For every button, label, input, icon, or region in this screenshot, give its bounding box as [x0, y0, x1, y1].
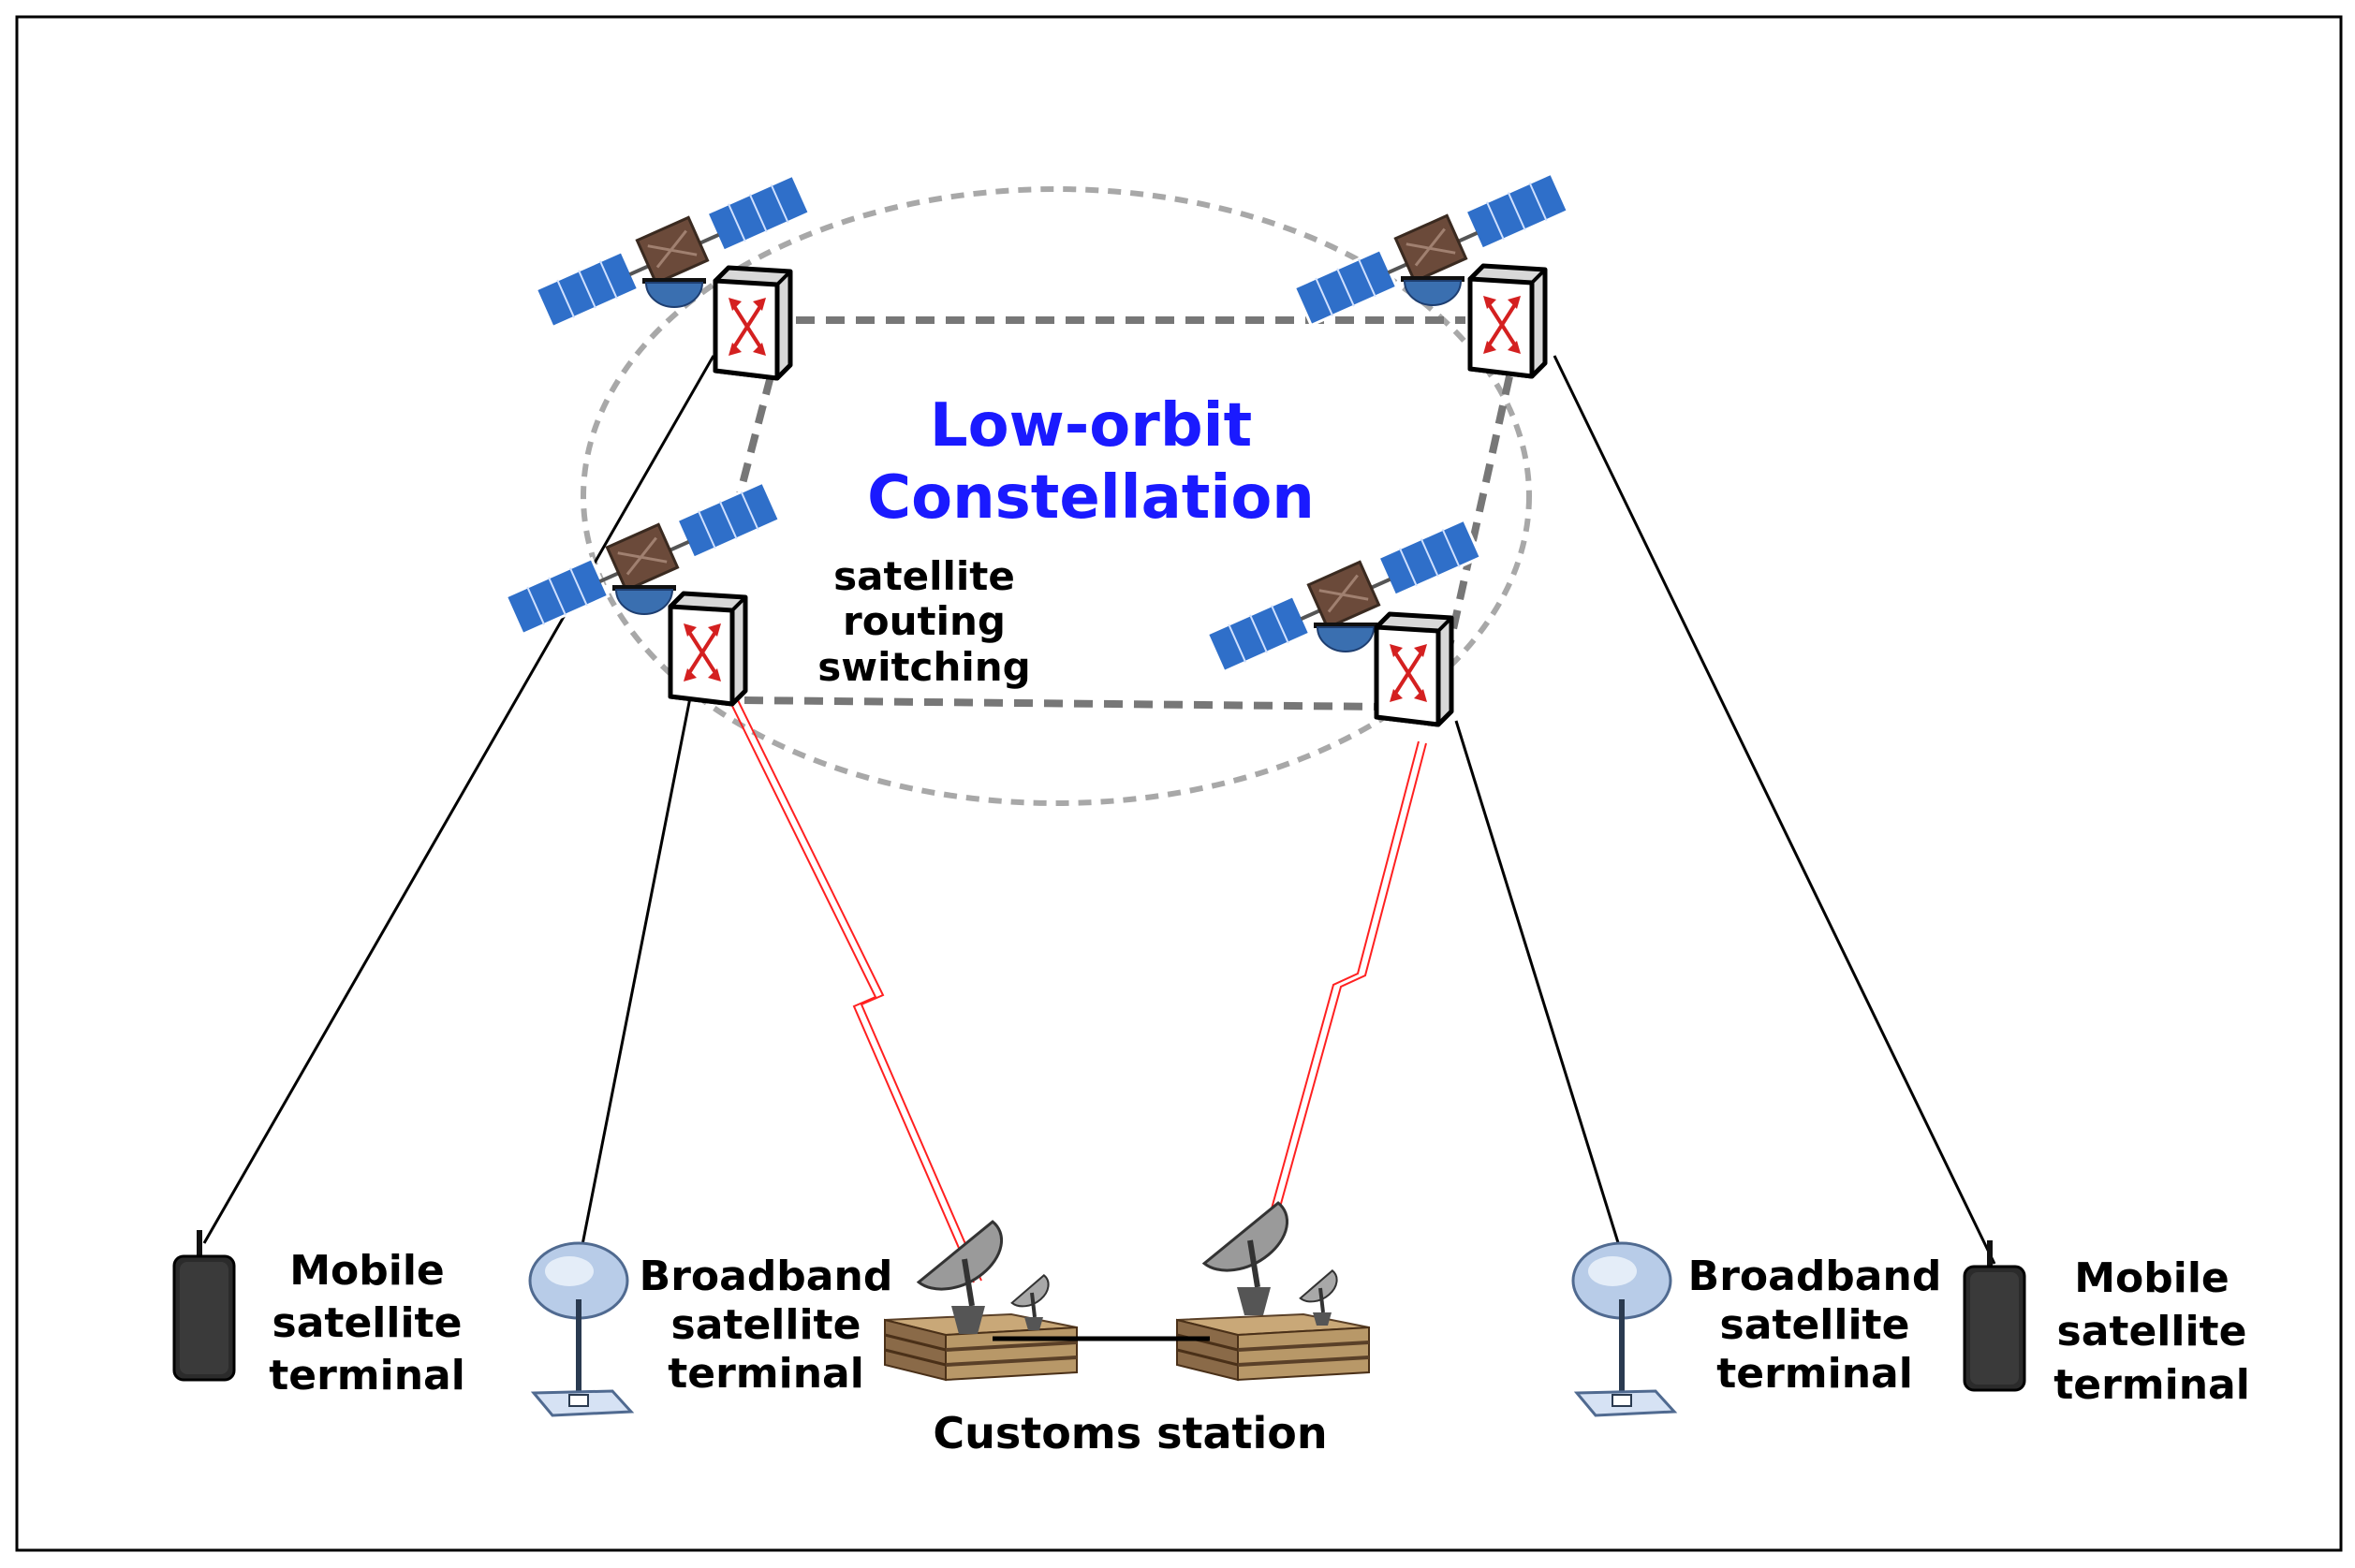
station-label: Customs station: [933, 1408, 1327, 1458]
dish-terminal-icon: [530, 1243, 631, 1415]
routing-label-line3: switching: [817, 644, 1030, 690]
svg-text:satellite: satellite: [272, 1299, 463, 1347]
svg-text:satellite: satellite: [1720, 1301, 1910, 1349]
mobile-terminal-left-label: Mobile satellite terminal: [269, 1247, 465, 1399]
mobile-terminal-right-label: Mobile satellite terminal: [2053, 1254, 2250, 1409]
feeder-links: [729, 699, 1427, 1283]
diagram-frame: [15, 15, 2343, 1552]
ground-station-icon: [883, 1202, 1371, 1382]
constellation-title-line2: Constellation: [867, 463, 1315, 533]
orbit-ellipse: [581, 186, 1532, 806]
dish-terminal-icon: [1573, 1243, 1674, 1415]
router-switch-icon: [1376, 614, 1451, 725]
svg-text:terminal: terminal: [1716, 1350, 1913, 1398]
routing-label-line2: routing: [843, 598, 1006, 644]
mobile-terminal-icon: [172, 1228, 236, 1382]
svg-text:satellite: satellite: [671, 1301, 861, 1349]
router-switch-icon: [670, 593, 745, 704]
svg-text:Broadband: Broadband: [640, 1253, 893, 1300]
routing-label-line1: satellite: [833, 553, 1015, 599]
user-links: [202, 355, 1996, 1265]
broadband-terminal-right-label: Broadband satellite terminal: [1688, 1253, 1942, 1398]
svg-text:Broadband: Broadband: [1688, 1253, 1942, 1300]
svg-text:Mobile: Mobile: [289, 1247, 445, 1295]
svg-text:Mobile: Mobile: [2074, 1254, 2230, 1302]
constellation-title-line1: Low-orbit: [930, 391, 1252, 461]
svg-text:terminal: terminal: [2053, 1361, 2250, 1409]
svg-text:terminal: terminal: [668, 1350, 864, 1398]
svg-text:terminal: terminal: [269, 1352, 465, 1399]
svg-text:satellite: satellite: [2057, 1308, 2247, 1356]
router-switch-icon: [715, 268, 790, 378]
router-switch-icon: [1470, 266, 1545, 376]
broadband-terminal-left-label: Broadband satellite terminal: [640, 1253, 893, 1398]
